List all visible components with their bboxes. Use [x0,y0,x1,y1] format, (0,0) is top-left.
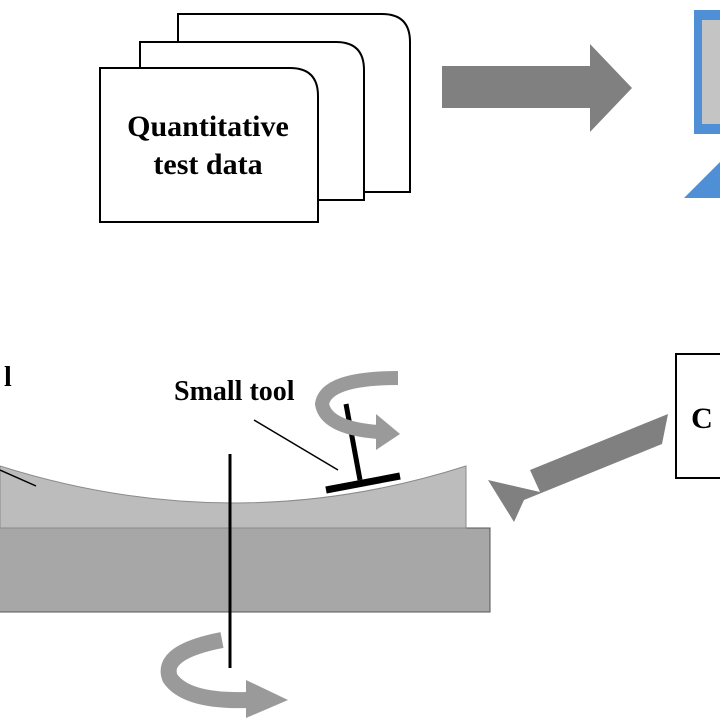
stack-label-line1: Quantitative [127,110,289,143]
computer-monitor-icon [684,10,720,198]
machine-table [0,527,491,613]
cnc-box [675,353,720,479]
monitor-stand [684,162,720,198]
rotation-arrow-icon [160,632,288,718]
polishing-tool-icon [325,403,401,494]
tool-shaft [343,403,363,481]
document-stack-icon [99,13,411,223]
cnc-box-label: C [691,402,713,435]
workpiece-label-leader [0,469,37,487]
tool-head [325,472,401,494]
bottom-rotation-arc [160,632,249,709]
right-arrow-icon [442,44,632,132]
tool-rotation-arrowhead [376,414,400,450]
monitor-screen [702,20,720,124]
left-pointing-arrow-icon [488,414,668,522]
stack-label-line2: test data [153,148,262,181]
tool-label: Small tool [174,376,295,407]
tool-label-leader [253,419,339,471]
workpiece-label-fragment: l [4,362,12,393]
tool-rotation-arrow-icon [314,371,400,450]
document-sheet-front [99,67,319,223]
tool-rotation-arc [314,371,399,439]
workpiece [0,465,467,529]
bottom-rotation-arrowhead [246,680,288,718]
